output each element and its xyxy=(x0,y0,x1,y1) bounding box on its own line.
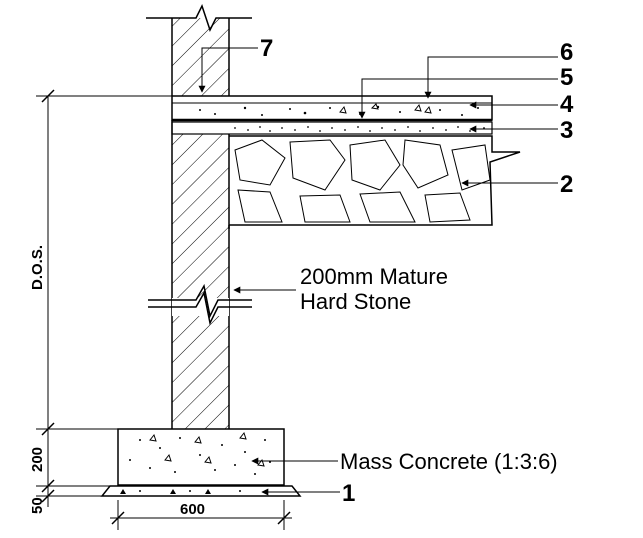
mass-concrete-footing xyxy=(117,428,285,486)
wall-note-line1: 200mm Mature xyxy=(300,264,448,289)
dimension-lines xyxy=(36,89,292,530)
hardcore-fill xyxy=(229,135,521,226)
callout-6: 6 xyxy=(560,39,573,66)
callout-3: 3 xyxy=(560,117,573,144)
footing-note: Mass Concrete (1:3:6) xyxy=(340,449,558,474)
footing-width-label: 600 xyxy=(180,501,205,518)
wall-note-line2: Hard Stone xyxy=(300,289,411,314)
blinding-layer xyxy=(100,485,302,497)
callout-5: 5 xyxy=(560,64,573,91)
stone-wall xyxy=(148,120,252,429)
leader-lines xyxy=(198,47,558,496)
blinding-height-label: 50 xyxy=(29,497,46,514)
upper-wall xyxy=(146,4,252,96)
footing-height-label: 200 xyxy=(29,447,46,472)
callout-4: 4 xyxy=(560,91,574,118)
depth-dimension-label: D.O.S. xyxy=(29,245,46,290)
callout-2: 2 xyxy=(560,171,573,198)
callout-7: 7 xyxy=(260,35,273,62)
callout-1: 1 xyxy=(342,480,355,507)
